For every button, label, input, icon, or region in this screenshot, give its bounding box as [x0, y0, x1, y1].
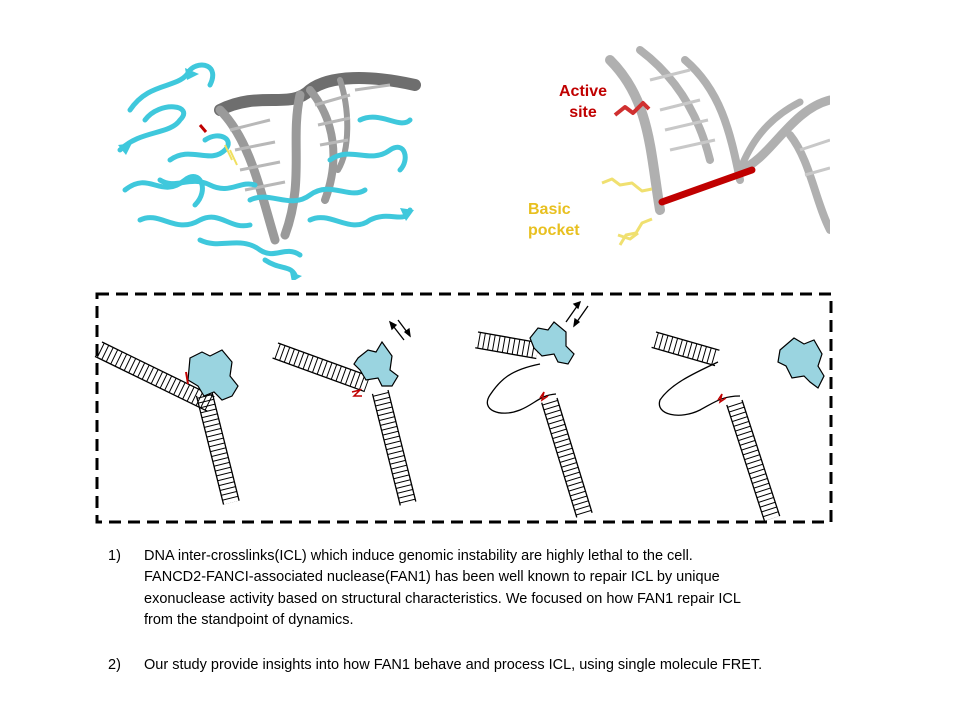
basic-pocket-label: Basic pocket: [528, 201, 580, 239]
note-1-line-1: DNA inter-crosslinks(ICL) which induce g…: [144, 548, 693, 564]
note-1-line-3: exonuclease activity based on structural…: [144, 591, 741, 607]
active-site-label: Active site: [558, 83, 608, 121]
panel-3: [475, 300, 593, 518]
note-1-line-2: FANCD2-FANCI-associated nuclease(FAN1) h…: [144, 569, 720, 585]
dashed-frame: [95, 292, 833, 524]
active-site-closeup-image: [601, 46, 830, 246]
panel-1: [94, 341, 240, 505]
note-1-line-4: from the standpoint of dynamics.: [144, 612, 354, 628]
fan1-protein-shape: [187, 349, 239, 401]
note-2-number: 2): [108, 657, 121, 673]
fan1-dna-structure-image: [117, 62, 421, 280]
panel-2: [272, 319, 417, 506]
note-1-number: 1): [108, 548, 121, 564]
panel-4: [651, 331, 825, 522]
note-2-line-1: Our study provide insights into how FAN1…: [144, 657, 763, 673]
